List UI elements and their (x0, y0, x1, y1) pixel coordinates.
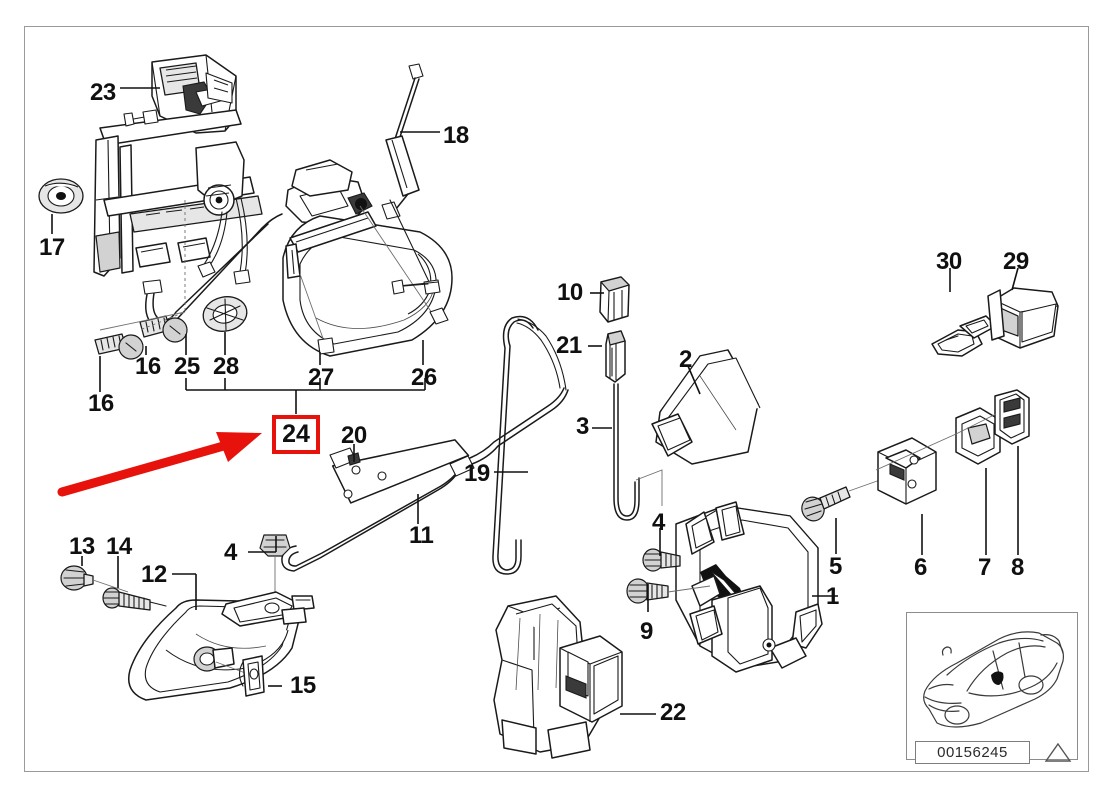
callout-21: 21 (556, 332, 582, 359)
part-6-7-8-striker (875, 389, 1030, 505)
callout-30: 30 (936, 248, 962, 275)
callout-14: 14 (106, 533, 132, 560)
part-29-connector (987, 287, 1059, 349)
callout-8: 8 (1011, 554, 1024, 581)
callout-5: 5 (829, 553, 842, 580)
part-1-lock (675, 501, 823, 673)
part-20-bracket (329, 439, 470, 504)
callout-11: 11 (409, 522, 434, 549)
callout-25: 25 (174, 353, 200, 380)
part-23-assembly (93, 54, 263, 285)
callout-4-left: 4 (224, 539, 237, 566)
callout-13: 13 (69, 533, 95, 560)
callout-28: 28 (213, 353, 239, 380)
callout-16-upper: 16 (135, 353, 161, 380)
part-3-rod (613, 383, 663, 521)
callout-16-lower: 16 (88, 390, 114, 417)
callout-7: 7 (978, 554, 991, 581)
callout-26: 26 (411, 364, 437, 391)
car-outline-icon (923, 631, 1064, 728)
highlighted-callout-24: 24 (272, 415, 320, 454)
part-22-cover (493, 595, 623, 759)
part-28-gasket (202, 296, 248, 332)
part-26-outer-handle (282, 159, 453, 357)
callout-20: 20 (341, 422, 367, 449)
callout-19: 19 (464, 460, 490, 487)
part-18-rod (381, 63, 424, 220)
callout-17: 17 (39, 234, 65, 261)
red-arrow-icon (57, 432, 262, 497)
vehicle-reference-panel (906, 612, 1078, 760)
part-14-screw (102, 587, 167, 611)
callout-15: 15 (290, 672, 316, 699)
callout-1: 1 (826, 583, 839, 610)
part-9-screw (626, 578, 711, 604)
part-30-terminal (931, 315, 997, 357)
callout-2: 2 (679, 346, 692, 373)
part-21-bush (605, 330, 626, 383)
leader-lines (51, 87, 1019, 715)
triangle-icon (1044, 742, 1072, 762)
part-16-screws (94, 200, 188, 360)
callout-18: 18 (443, 122, 469, 149)
callout-4-right: 4 (652, 509, 665, 536)
callout-10: 10 (557, 279, 583, 306)
part-19-rod (492, 315, 539, 575)
part-2-cover (651, 349, 761, 465)
part-10-cap (599, 276, 630, 323)
part-13-nut (60, 565, 129, 593)
callout-29: 29 (1003, 248, 1029, 275)
callout-6: 6 (914, 554, 927, 581)
part-12-inner-handle (128, 591, 315, 701)
callout-12: 12 (141, 561, 167, 588)
callout-27: 27 (308, 364, 334, 391)
part-15-clip (238, 655, 265, 697)
callout-22: 22 (660, 699, 686, 726)
part-5-screw (801, 479, 881, 522)
reference-code: 00156245 (915, 741, 1030, 764)
callout-3: 3 (576, 413, 589, 440)
callout-9: 9 (640, 618, 653, 645)
callout-23: 23 (90, 79, 116, 106)
part-17-grommet (38, 178, 84, 214)
